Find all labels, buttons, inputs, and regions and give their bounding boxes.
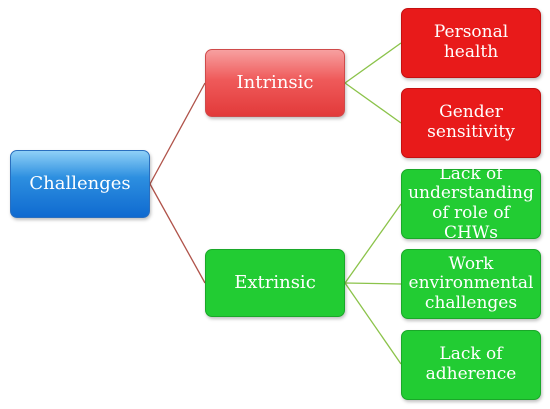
branch-node-extrinsic: Extrinsic (205, 249, 345, 317)
leaf-node-personal-health: Personal health (401, 8, 541, 78)
root-node-challenges: Challenges (10, 150, 150, 218)
leaf-label-lack-of-adherence: Lack of adherence (425, 344, 517, 384)
leaf-node-gender-sensitivity: Gender sensitivity (401, 88, 541, 158)
branch-label-extrinsic: Extrinsic (234, 271, 316, 293)
branch-node-intrinsic: Intrinsic (205, 49, 345, 117)
root-label: Challenges (29, 172, 131, 194)
connector-intrinsic-leaf2 (344, 82, 402, 124)
branch-label-intrinsic: Intrinsic (236, 71, 314, 93)
connector-extrinsic-leaf3 (344, 282, 402, 365)
leaf-label-work-environment: Work environmental challenges (408, 253, 534, 313)
leaf-label-gender-sensitivity: Gender sensitivity (427, 102, 515, 142)
leaf-label-personal-health: Personal health (433, 22, 509, 62)
leaf-node-work-environment: Work environmental challenges (401, 249, 541, 319)
connector-root-extrinsic (149, 183, 206, 284)
connector-extrinsic-leaf1 (344, 203, 402, 284)
connector-root-intrinsic (149, 82, 206, 185)
connector-intrinsic-leaf1 (344, 42, 402, 84)
leaf-node-role-of-chws: Lack of understanding of role of CHWs (401, 164, 541, 242)
connector-extrinsic-leaf2 (344, 282, 402, 285)
leaf-label-role-of-chws: Lack of understanding of role of CHWs (408, 163, 534, 243)
leaf-node-lack-of-adherence: Lack of adherence (401, 330, 541, 400)
